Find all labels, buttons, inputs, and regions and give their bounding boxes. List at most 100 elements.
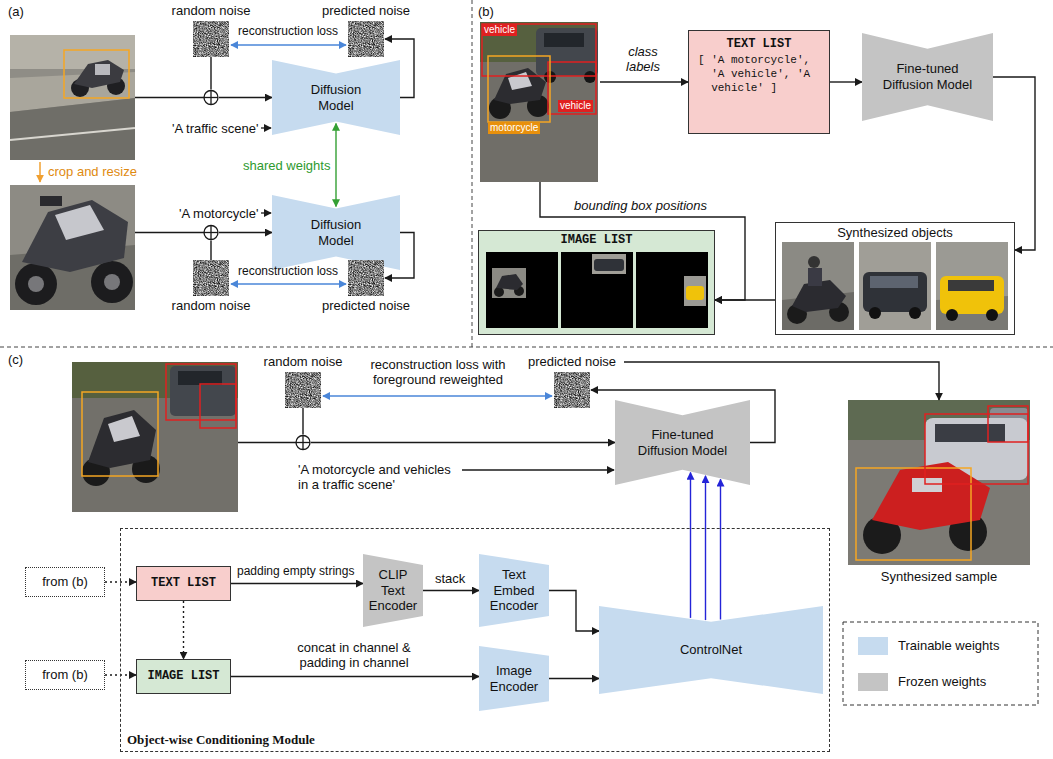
annotation-label: (b) — [478, 4, 494, 19]
noise-pattern — [348, 21, 384, 57]
connector — [600, 81, 688, 82]
image-list-box: IMAGE LIST — [478, 230, 715, 335]
annotation-label: 'A motorcycle and vehicles in a traffic … — [298, 462, 458, 492]
legend-label: Trainable weights — [898, 638, 999, 653]
class-tag: vehicle — [482, 24, 517, 36]
tag-slot: vehicle — [558, 100, 593, 112]
trapezoid-fill — [479, 554, 549, 627]
shape-text-area: Image Encoder — [479, 646, 549, 711]
encoder-shape: CLIP Text Encoder — [363, 554, 423, 627]
label-slot: 'A motorcycle' — [179, 206, 258, 221]
edge-label: concat in channel & padding in channel — [274, 640, 434, 670]
sample-image-area — [848, 400, 1030, 565]
shape-text-area: Fine-tuned Diffusion Model — [615, 400, 750, 485]
connector — [211, 233, 272, 261]
text-list-box: TEXT LIST — [136, 566, 231, 601]
noise-box: predicted noise — [522, 354, 622, 410]
label-slot: reconstruction loss — [238, 24, 338, 39]
synthesized-sample: Synthesized sample — [848, 400, 1030, 588]
legend-slot: Trainable weights — [898, 638, 999, 653]
source-box: from (b) — [25, 660, 105, 690]
connector — [335, 124, 336, 207]
shape-label: Diffusion Model — [296, 82, 376, 113]
noise-square — [193, 260, 229, 296]
noise-pattern — [193, 21, 229, 57]
connector — [705, 476, 706, 620]
legend-swatch — [858, 637, 888, 655]
annotation-label: crop and resize — [48, 164, 137, 179]
noise-image — [554, 372, 590, 408]
image-list-box: IMAGE LIST — [136, 659, 231, 694]
diffusion-model: Diffusion Model — [272, 195, 400, 270]
noise-box: random noise — [253, 354, 353, 410]
shape-text-area: Diffusion Model — [272, 60, 400, 135]
frame-title: IMAGE LIST — [479, 233, 714, 247]
synthesized-object-photos — [782, 242, 1008, 330]
text-list-box: TEXT LIST[ 'A motorcycle', 'A vehicle', … — [688, 30, 830, 134]
connector — [231, 676, 479, 677]
scene-photo — [480, 22, 598, 182]
noise-label: predicted noise — [522, 354, 622, 370]
edge-label: bounding box positions — [574, 198, 707, 213]
legend-label: Frozen weights — [898, 674, 986, 689]
label-slot: padding empty strings — [237, 564, 354, 579]
connector — [303, 408, 615, 443]
edge-label: reconstruction loss — [238, 264, 338, 279]
annotation-label: 'A motorcycle' — [179, 206, 258, 221]
shape-label: ControlNet — [680, 642, 742, 658]
annotation-label: (c) — [8, 352, 23, 367]
encoder-shape: Image Encoder — [479, 646, 549, 711]
shape-text-area: Diffusion Model — [272, 195, 400, 270]
module-label-slot: Object-wise Conditioning Module — [127, 732, 315, 748]
street-photo — [10, 35, 135, 160]
source-box: from (b) — [25, 567, 105, 597]
label-slot: 'A traffic scene' — [172, 121, 258, 136]
scene-photo — [72, 362, 238, 512]
image-list-panel — [478, 230, 715, 335]
legend-frame — [843, 622, 1038, 705]
noise-square — [348, 260, 384, 296]
label-slot: reconstruction loss — [238, 264, 338, 279]
noise-label: predicted noise — [316, 298, 416, 314]
connector — [720, 479, 721, 619]
connector — [690, 473, 691, 618]
noise-pattern — [554, 372, 590, 408]
spacer — [698, 69, 711, 113]
label-slot: reconstruction loss with foreground rewe… — [343, 357, 533, 387]
noise-square — [554, 372, 590, 408]
shape-text-area: Fine-tuned Diffusion Model — [862, 33, 993, 121]
controlnet-shape: ControlNet — [599, 606, 823, 694]
hourglass-fill — [599, 606, 823, 694]
hourglass-fill — [272, 195, 400, 270]
label-slot: stack — [435, 571, 465, 586]
edge-label: reconstruction loss — [238, 24, 338, 39]
connector — [211, 57, 272, 98]
label-slot: (c) — [8, 352, 23, 367]
box-title: from (b) — [42, 574, 88, 590]
sample-caption: Synthesized sample — [848, 569, 1030, 585]
shape-text-area: ControlNet — [599, 606, 823, 694]
noise-label: random noise — [253, 354, 353, 370]
connector — [423, 590, 479, 591]
connector — [231, 283, 346, 284]
module-label: Object-wise Conditioning Module — [127, 732, 315, 748]
synthesized-objects-box: Synthesized objects — [775, 222, 1015, 335]
encoder-shape: Text Embed Encoder — [479, 554, 549, 627]
tag-slot: vehicle — [482, 24, 517, 36]
diffusion-model: Diffusion Model — [272, 60, 400, 135]
frame-title: Synthesized objects — [776, 225, 1014, 241]
noise-square — [348, 21, 384, 57]
noise-label: predicted noise — [316, 3, 416, 19]
label-slot: bounding box positions — [574, 198, 707, 213]
box-title: TEXT LIST — [727, 37, 792, 51]
trapezoid-fill — [479, 646, 549, 711]
noise-label: random noise — [161, 3, 261, 19]
shape-label: Fine-tuned Diffusion Model — [631, 427, 735, 458]
trapezoid-fill — [363, 554, 423, 627]
noise-pattern — [193, 260, 229, 296]
noise-label: random noise — [161, 298, 261, 314]
synthesized-sample-photo — [848, 400, 1030, 565]
label-slot: 'A motorcycle and vehicles in a traffic … — [298, 462, 458, 492]
